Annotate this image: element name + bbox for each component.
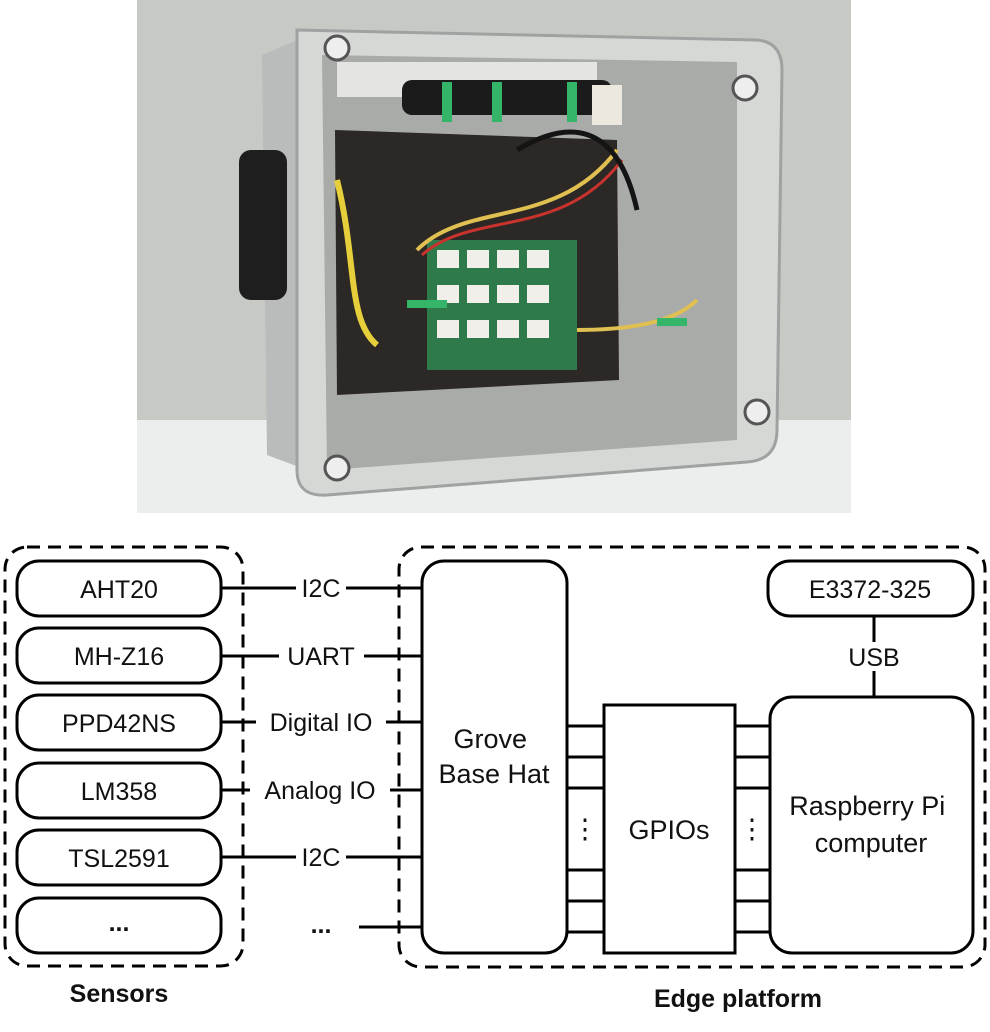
bus-ellipsis-right: ⋮	[739, 814, 766, 844]
interface-label-digital-io: Digital IO	[270, 709, 373, 737]
sensor-label: AHT20	[80, 576, 158, 604]
modem-block: E3372-325	[766, 559, 975, 618]
gpio-pi-bus	[735, 724, 770, 934]
sensor-tsl2591: TSL2591	[15, 828, 223, 887]
edge-platform-group-border	[397, 545, 987, 969]
raspberry-pi-block: Raspberry Pi computer	[768, 695, 975, 955]
interface-label-uart: UART	[287, 643, 355, 671]
sensor-label: TSL2591	[68, 845, 169, 873]
usb-label: USB	[848, 644, 899, 672]
interface-label-i2c: I2C	[302, 575, 341, 603]
sensor-label: LM358	[81, 778, 157, 806]
sensor-more: ...	[15, 896, 223, 955]
interface-label-more: ...	[311, 911, 332, 939]
modem-label: E3372-325	[809, 576, 931, 604]
hat-gpio-bus	[567, 724, 604, 934]
sensor-lm358: LM358	[15, 761, 223, 820]
raspberry-pi-label: Raspberry Pi computer	[789, 791, 953, 858]
architecture-diagram: AHT20 MH-Z16 PPD42NS LM358 TSL2591 ...	[3, 545, 987, 1013]
sensors-group-title: Sensors	[70, 980, 169, 1008]
co2-module	[592, 85, 622, 125]
side-sensor-housing	[239, 150, 287, 300]
interface-label-i2c: I2C	[302, 844, 341, 872]
interface-label-analog-io: Analog IO	[264, 777, 375, 805]
lid-screws	[323, 34, 771, 482]
gpio-label: GPIOs	[628, 815, 709, 845]
sensor-label: PPD42NS	[62, 710, 176, 738]
pm-sensor-tube	[402, 80, 612, 115]
edge-platform-group-title: Edge platform	[654, 985, 822, 1013]
sensor-label: MH-Z16	[74, 643, 164, 671]
sensors-group-border	[3, 545, 245, 968]
sensor-aht20: AHT20	[15, 559, 223, 618]
bus-ellipsis-left: ⋮	[572, 814, 599, 844]
sensor-mh-z16: MH-Z16	[15, 626, 223, 685]
sensor-ppd42ns: PPD42NS	[15, 693, 223, 752]
grove-base-hat-label: Grove Base Hat	[438, 724, 550, 789]
sensor-list: AHT20 MH-Z16 PPD42NS LM358 TSL2591 ...	[15, 559, 223, 955]
grove-base-hat-block: Grove Base Hat	[420, 559, 569, 955]
enclosure-photo	[137, 0, 851, 513]
gpio-block: GPIOs	[602, 703, 737, 955]
interface-labels: I2C UART Digital IO Analog IO I2C ...	[264, 575, 375, 939]
sensor-label: ...	[109, 909, 130, 937]
grove-connectors	[437, 250, 549, 338]
sensor-connections	[221, 586, 422, 929]
cable-ties	[407, 82, 687, 326]
